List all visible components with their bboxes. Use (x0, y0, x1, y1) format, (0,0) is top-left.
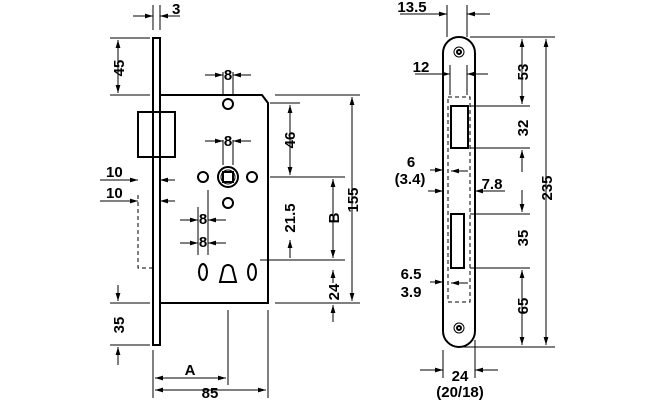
latch-opening (450, 105, 469, 149)
dim-8-low: 8 (199, 234, 207, 251)
dim-10-a: 10 (106, 164, 123, 181)
dim-20-18: (20/18) (436, 384, 484, 400)
dim-32: 32 (515, 120, 532, 137)
dim-3-9: 3.9 (401, 284, 422, 301)
dim-85: 85 (202, 385, 219, 400)
lock-body (160, 94, 269, 304)
dim-8-mid: 8 (199, 211, 207, 228)
holes (197, 98, 258, 283)
dim-35-right: 35 (515, 230, 532, 247)
dim-53: 53 (515, 64, 532, 81)
dim-7-8: 7.8 (482, 176, 503, 193)
dim-24-left: 24 (326, 283, 343, 300)
dim-45: 45 (111, 60, 128, 77)
dim-6: 6 (407, 154, 415, 171)
dim-a: A (185, 362, 196, 379)
faceplate (152, 37, 161, 346)
dim-21-5: 21.5 (282, 203, 299, 232)
dim-46: 46 (282, 132, 299, 149)
dim-155: 155 (345, 187, 362, 212)
dim-8-top: 8 (224, 67, 232, 84)
dim-24-right: 24 (452, 368, 469, 385)
dim-6-5: 6.5 (401, 266, 422, 283)
body-outline-hidden (447, 96, 471, 303)
front-view: 13.5 12 53 32 235 6 (3.4) 7.8 35 6.5 3.9… (395, 0, 556, 400)
dim-235: 235 (539, 175, 556, 200)
dim-8-spindle: 8 (224, 133, 232, 150)
keyhole (218, 264, 238, 283)
dim-13-5: 13.5 (397, 0, 426, 16)
bolt-opening (450, 213, 465, 269)
dim-3-4: (3.4) (395, 171, 426, 188)
deadbolt-hidden (137, 195, 152, 269)
dim-12: 12 (413, 59, 430, 76)
side-view: 3 45 8 8 46 155 B 21.5 10 10 8 8 24 35 A… (100, 1, 362, 400)
dim-35-left: 35 (111, 317, 128, 334)
dim-b: B (326, 212, 343, 223)
dim-3: 3 (172, 1, 180, 18)
dim-10-b: 10 (106, 185, 123, 202)
latch-bolt (137, 111, 176, 158)
dim-65: 65 (515, 298, 532, 315)
